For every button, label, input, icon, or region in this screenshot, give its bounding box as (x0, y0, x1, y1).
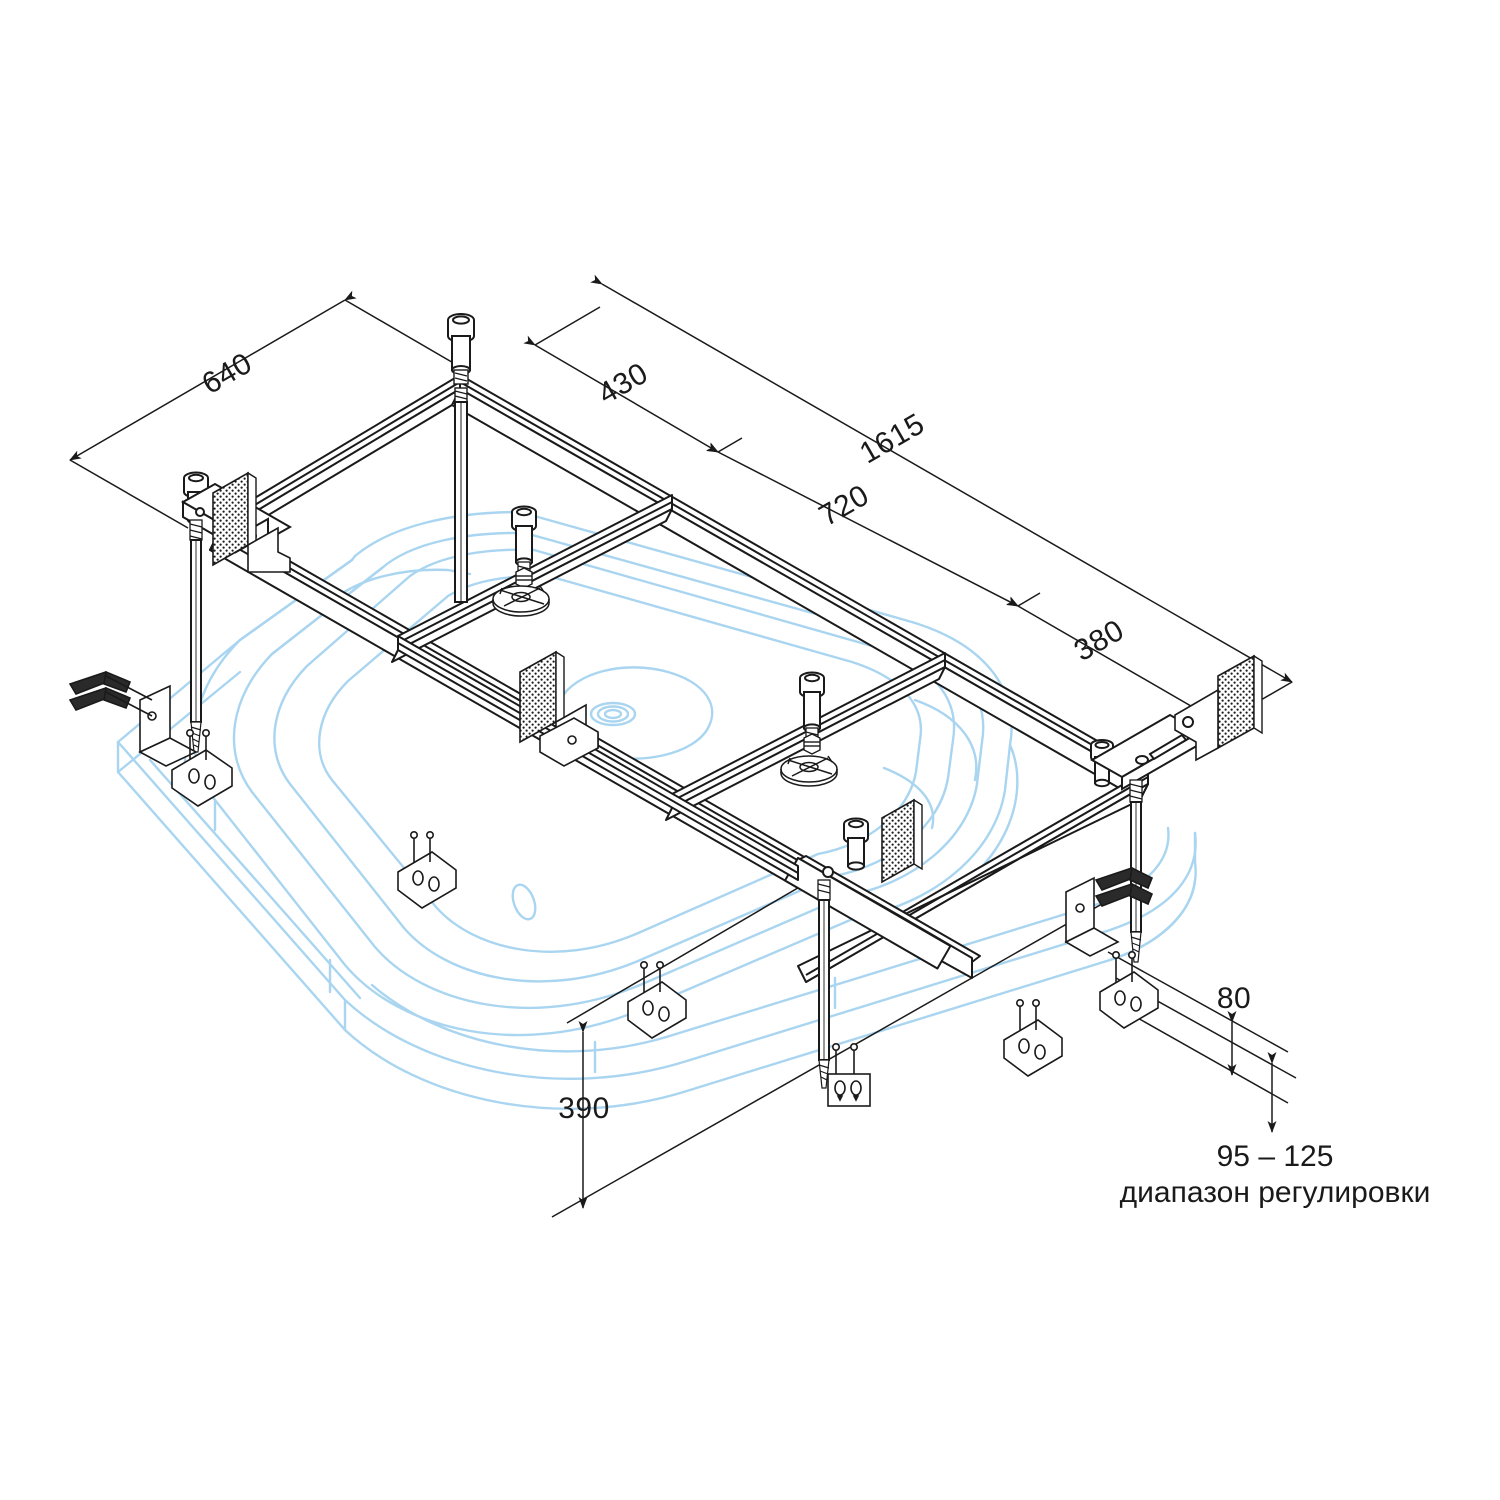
bolt-head-top (447, 313, 475, 375)
leg-assembly-right-corner (1089, 654, 1263, 963)
threaded-rod-bottom (817, 879, 831, 901)
bolt-head-bottom (843, 817, 869, 871)
threaded-rod-left (189, 519, 203, 541)
floor-foot-plate-lower-center (827, 1043, 871, 1107)
annotation-notes: 95 – 125 диапазон регулировки (1120, 1140, 1431, 1209)
angle-bracket-right (1174, 688, 1219, 762)
dim-label-390: 390 (558, 1092, 610, 1125)
floor-foot-plate-lower-right (1003, 998, 1063, 1077)
leg-assembly-center-left (492, 505, 550, 617)
knurled-pad-bottom (881, 798, 923, 884)
leg-assembly-center-right (780, 671, 838, 787)
dim-label-80: 80 (1217, 982, 1251, 1015)
dim-line-720 (706, 442, 1019, 607)
leg-assembly-left-corner (180, 471, 293, 753)
threaded-rod-right (1129, 779, 1143, 803)
leg-screw-tip-bottom (818, 1059, 830, 1089)
leg-assembly-bottom-corner (817, 798, 923, 1089)
angle-bracket-left (247, 526, 291, 573)
leg-tube-left (190, 539, 202, 723)
hex-nut-center-right (803, 733, 821, 755)
note-adjustment-range: 95 – 125 (1217, 1140, 1334, 1173)
knurled-pad-middle (519, 650, 599, 767)
leg-tube-right (1130, 801, 1142, 933)
floor-foot-plate-right (1099, 950, 1159, 1029)
leg-tube-bottom (818, 899, 830, 1061)
leg-assembly-top-corner (447, 313, 475, 603)
note-adjustment-range-label: диапазон регулировки (1120, 1176, 1431, 1209)
adjustable-foot-disc-center-right (780, 755, 838, 787)
floor-foot-plate-lower-left (627, 960, 687, 1039)
floor-foot-plate-left (171, 728, 233, 807)
knurled-pad-left (212, 471, 257, 567)
frame-center-rail (397, 635, 799, 881)
dim-line-380 (1006, 596, 1223, 725)
leg-tube-top (454, 401, 468, 603)
wall-anchor-set-left (68, 670, 198, 767)
hex-nut-center-left (515, 567, 533, 589)
wall-anchor-set-right (1064, 866, 1154, 957)
floor-foot-plate-mid-left (397, 830, 457, 909)
dim-line-640 (69, 290, 357, 461)
adjustable-foot-disc-center-left (492, 585, 550, 617)
